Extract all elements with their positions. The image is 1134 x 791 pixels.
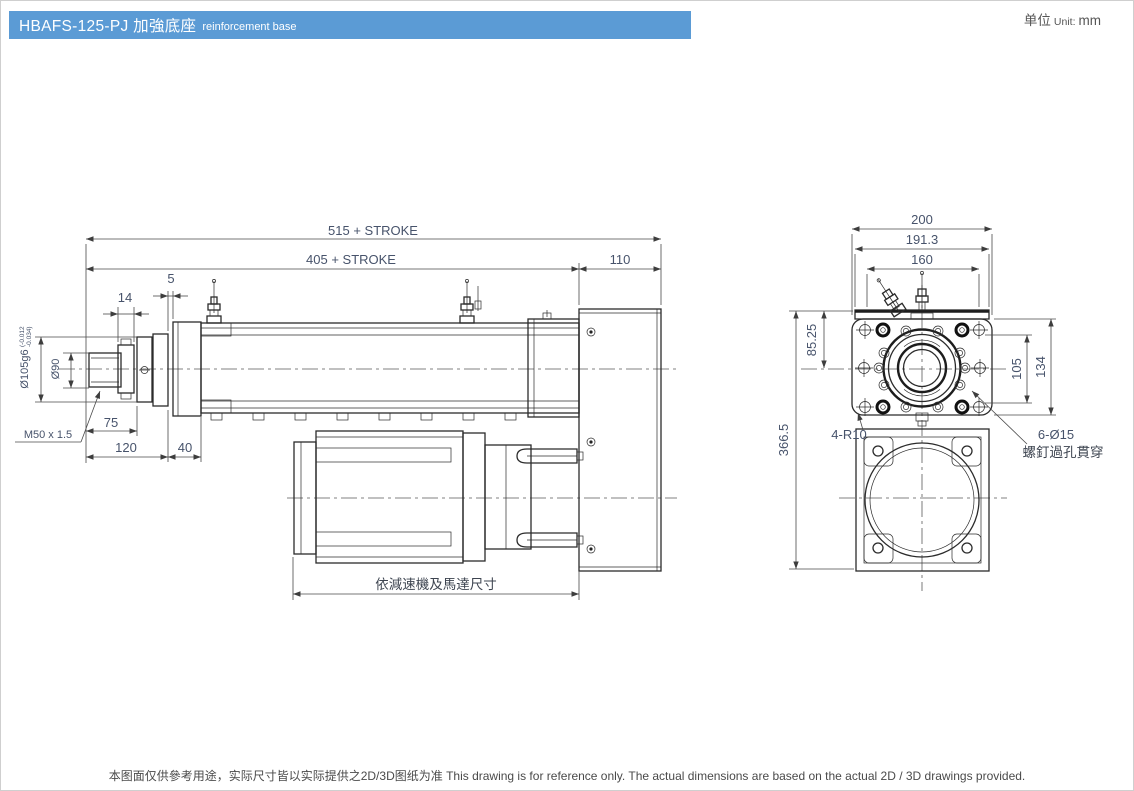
bolt-circle-holes	[873, 325, 971, 413]
dim-center-height: 85.25	[804, 324, 819, 357]
dim-pilot-dia: Ø105g6	[19, 349, 31, 388]
dim-head-length: 40	[178, 440, 192, 455]
corner-socket-bolts	[875, 322, 970, 415]
sensor-rear	[459, 279, 482, 324]
sensor-front	[206, 279, 222, 324]
dim-body-length: 405 + STROKE	[306, 252, 396, 267]
side-extension-lines	[35, 244, 662, 600]
footer-note: 本图面仅供參考用途，实际尺寸皆以实际提供之2D/3D图纸为准 This draw…	[108, 769, 1026, 783]
motor-adapter-plate	[855, 428, 990, 572]
bottom-clamp-screw	[915, 412, 929, 427]
through-holes	[855, 321, 989, 416]
dim-through-holes: 6-Ø15	[1038, 427, 1074, 442]
end-sensor-tilted	[876, 278, 907, 318]
unit-value: mm	[1078, 13, 1102, 28]
reinforcement-base-plate	[578, 308, 662, 572]
dim-thread: M50 x 1.5	[24, 429, 72, 441]
side-view: 515 + STROKE 405 + STROKE 110 5 14 Ø105g…	[15, 223, 677, 600]
dim-bolt-span-outer-group: 134	[1033, 356, 1048, 378]
dim-motor-note: 依減速機及馬達尺寸	[375, 576, 497, 593]
dim-pilot-tol-lower: -0.034)	[26, 326, 33, 347]
dim-rod-length: 75	[104, 415, 118, 430]
dim-collar-width: 14	[118, 290, 132, 305]
dim-through-holes-note: 螺釘過孔貫穿	[1023, 444, 1104, 461]
dim-center-height-group: 85.25	[804, 324, 819, 357]
unit-indicator: 单位 Unit: mm	[1024, 9, 1101, 29]
dim-bolt-span-inner-group: 105	[1009, 358, 1024, 380]
dim-width-outer: 200	[911, 212, 933, 227]
piston-rod	[88, 338, 135, 400]
dim-total-height-group: 366.5	[776, 424, 791, 457]
cylinder-tube	[200, 318, 580, 418]
dim-base-width: 110	[610, 252, 631, 267]
unit-label-cn: 单位	[1023, 13, 1051, 28]
dim-front-length: 120	[115, 440, 137, 455]
end-view: 200 191.3 160 85.25 366.5 105 134 4-R10 …	[776, 212, 1104, 591]
page-subtitle: reinforcement base	[202, 20, 297, 33]
dim-pilot-dia-group: Ø105g6 (-0.012 -0.034)	[19, 326, 33, 389]
flange-plate	[851, 318, 993, 427]
dim-corner-radius: 4-R10	[831, 427, 866, 442]
dim-bolt-span-inner: 105	[1009, 358, 1024, 380]
end-extension-lines	[789, 234, 1056, 570]
motor-assembly	[293, 430, 584, 564]
dim-total-length: 515 + STROKE	[328, 223, 418, 238]
end-dimension-lines	[793, 226, 1054, 569]
dim-bolt-span-outer: 134	[1033, 356, 1048, 378]
unit-label-en: Unit:	[1053, 16, 1076, 28]
cap-screw	[542, 310, 552, 320]
dim-width-body: 191.3	[906, 232, 939, 247]
rod-flange	[136, 333, 169, 407]
page-title: HBAFS-125-PJ 加強底座	[19, 18, 197, 35]
dim-total-height: 366.5	[776, 424, 791, 457]
title-bar: HBAFS-125-PJ 加強底座 reinforcement base	[9, 11, 691, 39]
dim-pilot-tol-upper: (-0.012	[19, 326, 26, 347]
dim-gap: 5	[167, 271, 174, 286]
dim-rod-dia-group: Ø90	[50, 359, 62, 380]
side-dimension-lines	[15, 236, 661, 597]
dim-rod-dia: Ø90	[50, 359, 62, 380]
dim-width-rail: 160	[911, 252, 933, 267]
tube-mounting-nubs	[210, 412, 517, 421]
